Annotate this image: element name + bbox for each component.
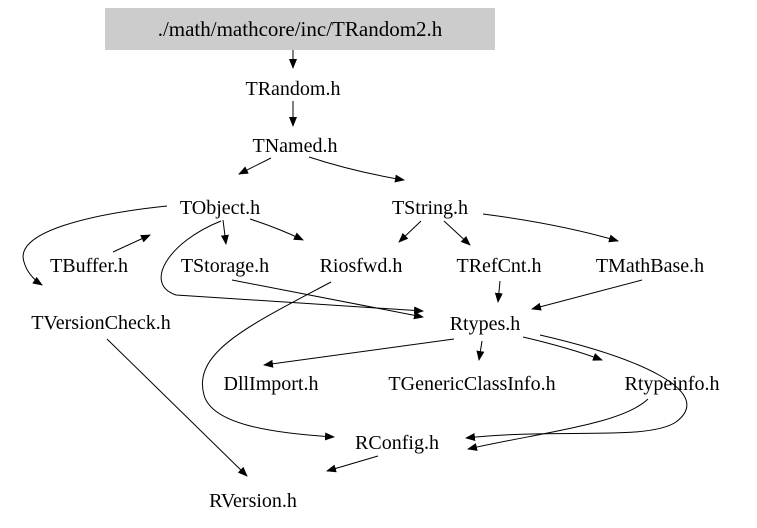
edge-tobject-riosfwd <box>249 218 304 241</box>
edge-tnamed-tobject <box>238 157 272 175</box>
edge-rtypes-rtypeinfo <box>522 336 603 361</box>
edge-tstring-riosfwd <box>398 220 422 243</box>
edge-rconfig-rversion <box>326 455 379 473</box>
node-riosfwd-h[interactable]: Riosfwd.h <box>320 255 403 277</box>
edge-riosfwd-rconfig <box>202 281 335 441</box>
node-trandom-h[interactable]: TRandom.h <box>246 78 341 100</box>
edge-tversioncheck-rversion <box>106 338 248 477</box>
node-tgenericclassinfo-h[interactable]: TGenericClassInfo.h <box>388 373 555 395</box>
edge-tstring-trefcnt <box>443 220 471 246</box>
edge-tstring-tmathbase <box>482 213 619 243</box>
root-node-box <box>105 8 495 50</box>
root-node-label: ./math/mathcore/inc/TRandom2.h <box>158 17 443 41</box>
node-rtypeinfo-h[interactable]: Rtypeinfo.h <box>625 373 720 395</box>
edge-tnamed-tstring <box>308 156 405 183</box>
node-tnamed-h[interactable]: TNamed.h <box>253 135 338 157</box>
edge-rtypes-rconfig <box>465 334 688 441</box>
edge-tstorage-rtypes <box>231 279 424 320</box>
node-rtypes-h[interactable]: Rtypes.h <box>450 313 521 335</box>
node-dllimport-h[interactable]: DllImport.h <box>224 373 319 395</box>
edge-tmathbase-rtypes <box>531 279 643 311</box>
edge-tobject-tversioncheck <box>22 205 168 286</box>
edge-rtypeinfo-rconfig <box>467 398 649 451</box>
edge-rtypes-dllimport <box>263 338 455 368</box>
node-tstring-h[interactable]: TString.h <box>392 197 468 219</box>
edge-tobject-tstorage <box>220 219 229 245</box>
edge-trefcnt-rtypes <box>494 280 503 303</box>
node-rconfig-h[interactable]: RConfig.h <box>355 432 439 454</box>
node-trefcnt-h[interactable]: TRefCnt.h <box>457 255 542 277</box>
edge-rtypes-tgenericclassinfo <box>476 340 485 361</box>
node-tmathbase-h[interactable]: TMathBase.h <box>596 255 704 277</box>
edge-tobject-rtypes <box>160 220 424 315</box>
node-tstorage-h[interactable]: TStorage.h <box>181 255 269 277</box>
node-tobject-h[interactable]: TObject.h <box>180 197 260 219</box>
edge-tbuffer-tobject <box>112 234 151 253</box>
node-tversioncheck-h[interactable]: TVersionCheck.h <box>31 312 170 334</box>
node-tbuffer-h[interactable]: TBuffer.h <box>50 255 128 277</box>
node-rversion-h[interactable]: RVersion.h <box>209 490 297 512</box>
